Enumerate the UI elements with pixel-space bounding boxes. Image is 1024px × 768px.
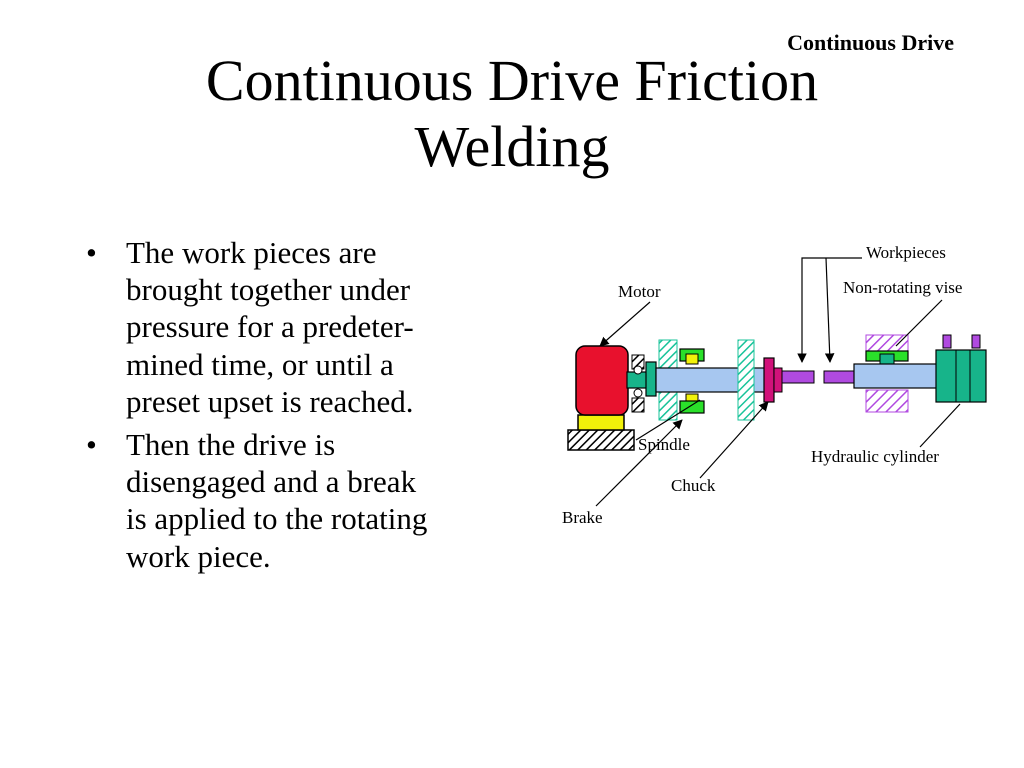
bullet-item: • Then the drive is disengaged and a bre… <box>86 426 526 575</box>
spindle-bearing-bottom <box>679 400 705 414</box>
label-brake: Brake <box>562 508 603 527</box>
cylinder-port <box>942 334 952 349</box>
bullet-text-line: work piece. <box>126 538 271 574</box>
chuck <box>763 357 775 403</box>
motor <box>575 345 629 416</box>
bearing-ball <box>633 365 643 375</box>
vise-upper <box>865 334 909 352</box>
workpiece-stationary <box>823 370 855 384</box>
hydraulic-leader <box>919 403 961 448</box>
label-hydraulic-cylinder: Hydraulic cylinder <box>811 447 939 466</box>
motor-leader <box>599 301 651 347</box>
bullet-list: • The work pieces are brought together u… <box>86 234 526 581</box>
bullet-text-line: The work pieces are <box>126 235 377 270</box>
workpieces-leader <box>824 257 835 363</box>
motor-coupling <box>626 371 648 389</box>
chuck-leader <box>699 401 769 479</box>
motor-base <box>577 414 625 431</box>
cylinder-port <box>971 334 981 349</box>
bullet-text-line: mined time, or until a <box>126 346 394 382</box>
slide-title-line: Welding <box>414 114 610 180</box>
spindle-bearing-top-pad <box>685 353 699 365</box>
label-spindle: Spindle <box>638 435 690 454</box>
slide-corner-label: Continuous Drive <box>787 30 954 55</box>
vise-leader <box>895 299 943 347</box>
motor-foundation <box>567 429 635 451</box>
label-workpieces: Workpieces <box>866 243 946 262</box>
brake-disc-2 <box>737 339 755 421</box>
slide-title: Continuous Drive Friction Welding <box>0 48 1024 180</box>
brake-leader <box>595 419 683 507</box>
bullet-text-line: is applied to the rotating <box>126 501 428 537</box>
hydraulic-cylinder <box>935 349 987 403</box>
bearing-ball <box>633 388 643 398</box>
bullet-icon: • <box>86 426 97 462</box>
workpiece-rotating <box>781 370 815 384</box>
chuck-jaw <box>773 367 783 393</box>
label-chuck: Chuck <box>671 476 716 495</box>
bullet-text-line: preset upset is reached. <box>126 383 414 419</box>
bullet-icon: • <box>86 235 97 270</box>
label-motor: Motor <box>618 282 661 301</box>
spindle-leader <box>635 399 701 441</box>
bullet-text-line: Then the drive is <box>126 426 336 462</box>
workpieces-leader <box>797 257 862 363</box>
bullet-text-line: brought together under <box>126 272 411 308</box>
label-non-rotating-vise: Non-rotating vise <box>843 278 962 297</box>
bullet-text-line: disengaged and a break <box>126 464 417 500</box>
bullet-item: • The work pieces are brought together u… <box>86 234 526 420</box>
bullet-text-line: pressure for a predeter- <box>126 309 414 345</box>
vise-lower <box>865 389 909 413</box>
coupling-hatch-bottom <box>631 397 645 413</box>
brake-collar <box>645 361 657 397</box>
slide-title-line: Continuous Drive Friction <box>205 48 819 113</box>
